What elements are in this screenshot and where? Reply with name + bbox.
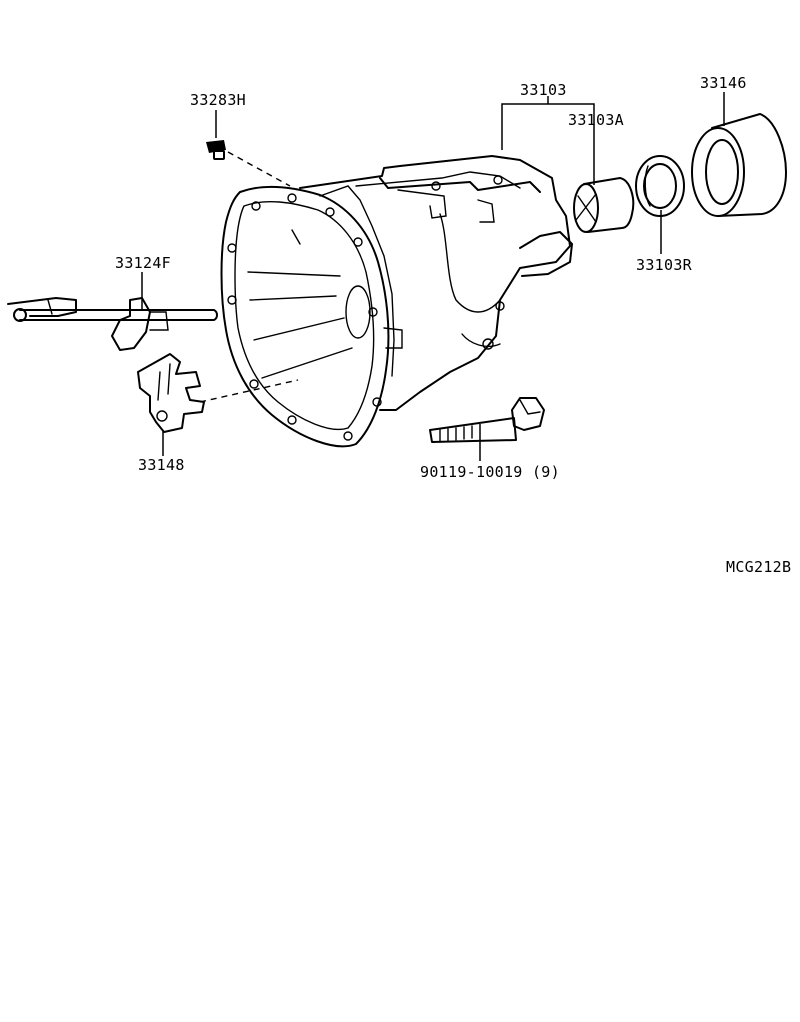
label-bolt: 90119-10019 (9) bbox=[420, 463, 560, 481]
leader-lines bbox=[141, 92, 725, 461]
bolt-icon bbox=[429, 397, 545, 443]
label-diagram-code: MCG212B bbox=[726, 558, 791, 576]
drain-plug-icon bbox=[206, 140, 226, 160]
label-oil-seal: 33146 bbox=[700, 74, 747, 92]
shift-head-icon bbox=[137, 353, 205, 433]
extension-housing-icon bbox=[220, 155, 573, 448]
label-shift-lever-shaft: 33124F bbox=[115, 254, 171, 272]
alignment-lines bbox=[199, 151, 299, 403]
oil-seal-icon bbox=[691, 113, 787, 217]
bushing-icon bbox=[573, 177, 635, 233]
label-bushing: 33103A bbox=[568, 111, 624, 129]
oil-seal-ring-icon bbox=[635, 155, 685, 217]
label-extension-housing: 33103 bbox=[520, 81, 567, 99]
label-shift-head: 33148 bbox=[138, 456, 185, 474]
label-drain-plug: 33283H bbox=[190, 91, 246, 109]
shift-lever-shaft-icon bbox=[7, 297, 218, 351]
label-oil-seal-ring: 33103R bbox=[636, 256, 693, 274]
